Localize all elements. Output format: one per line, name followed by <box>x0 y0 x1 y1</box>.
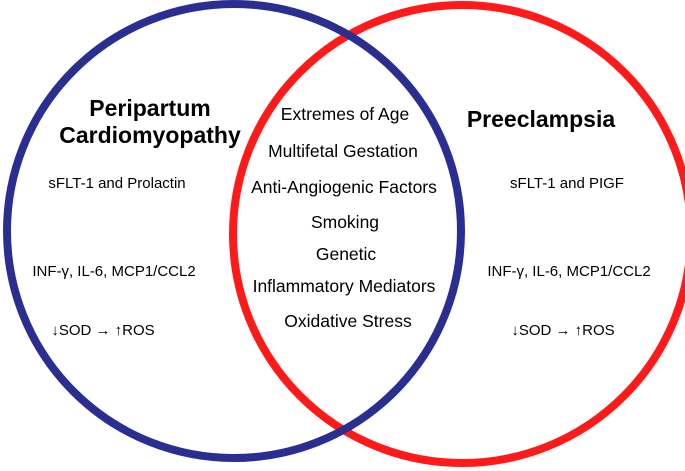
overlap-item-genetic: Genetic <box>315 244 377 264</box>
overlap-item-inflammatory: Inflammatory Mediators <box>252 276 436 296</box>
left-item-oxidative: ↓SOD → ↑ROS <box>51 322 155 339</box>
overlap-item-oxidative: Oxidative Stress <box>284 311 412 331</box>
left-item-biomarkers: sFLT-1 and Prolactin <box>48 175 186 192</box>
right-item-cytokines: INF-γ, IL-6, MCP1/CCL2 <box>487 263 651 280</box>
left-title: Peripartum Cardiomyopathy <box>59 95 240 149</box>
overlap-item-age: Extremes of Age <box>280 104 410 124</box>
preeclampsia-circle <box>3 0 465 462</box>
peripartum-cardiomyopathy-circle <box>229 1 685 467</box>
left-title-line1: Peripartum <box>89 95 211 121</box>
left-item-cytokines: INF-γ, IL-6, MCP1/CCL2 <box>32 263 196 280</box>
overlap-item-multifetal: Multifetal Gestation <box>268 141 418 161</box>
right-item-oxidative: ↓SOD → ↑ROS <box>511 322 615 339</box>
left-title-line2: Cardiomyopathy <box>59 122 241 148</box>
overlap-item-antiangiogenic: Anti-Angiogenic Factors <box>251 177 437 197</box>
right-title: Preeclampsia <box>466 106 616 132</box>
overlap-item-smoking: Smoking <box>310 212 380 232</box>
right-item-biomarkers: sFLT-1 and PIGF <box>510 175 624 192</box>
